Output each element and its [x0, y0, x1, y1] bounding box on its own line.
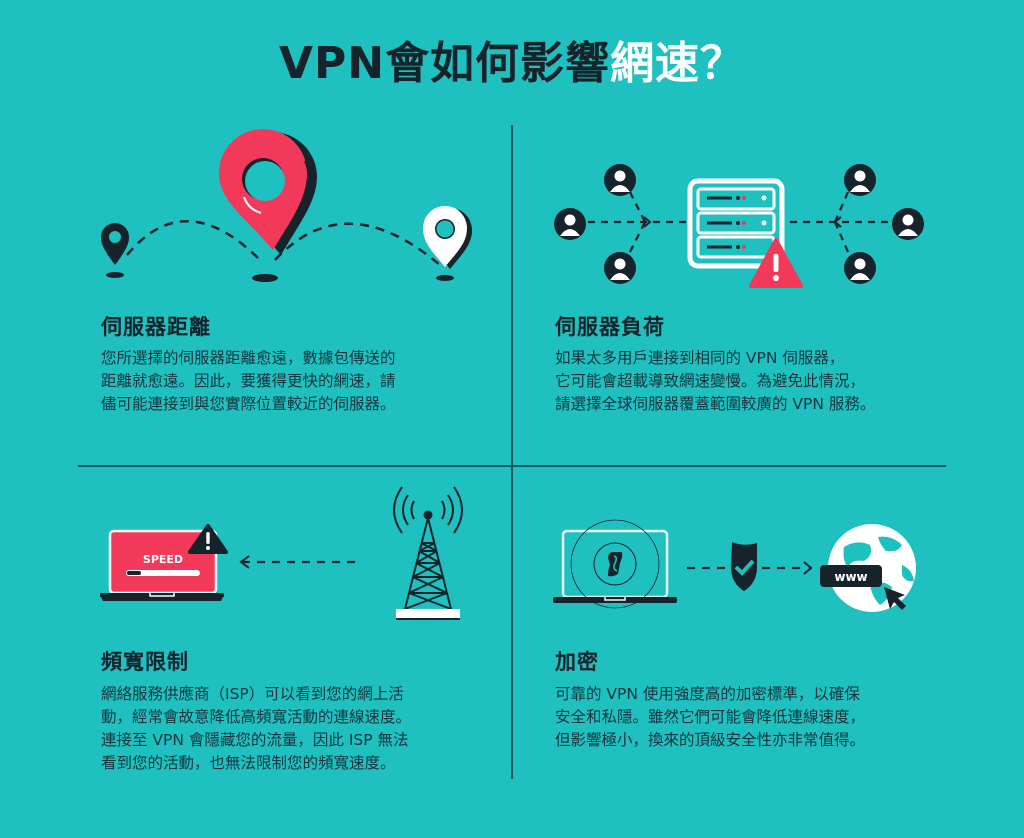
title-accent: 網速？ — [610, 38, 746, 89]
large-red-pin-icon — [219, 129, 317, 282]
shield-check-icon — [731, 542, 757, 591]
section-body: 網絡服務供應商（ISP）可以看到您的網上活 動，經常會故意降低高頻寬活動的連線速… — [101, 685, 412, 772]
arrow-right-icon — [803, 561, 813, 575]
vpn-laptop-icon — [553, 520, 677, 608]
arrow-left-icon — [833, 216, 842, 228]
arrow-right-icon — [643, 216, 652, 228]
server-icon — [687, 178, 785, 269]
speed-progress-bar — [126, 570, 200, 576]
dashed-connections-left — [588, 191, 690, 253]
cell-tower-icon — [393, 486, 463, 620]
encryption-illustration: www — [552, 525, 932, 615]
laptop-icon: SPEED — [100, 529, 224, 601]
horizontal-divider — [78, 465, 946, 467]
dashed-connections-right — [790, 191, 890, 253]
white-pin-icon — [423, 206, 472, 281]
server-load-illustration — [550, 160, 930, 290]
user-icons — [554, 164, 924, 284]
cursor-icon — [884, 587, 906, 610]
section-heading: 伺服器距離 — [101, 315, 211, 339]
vertical-divider — [511, 125, 513, 779]
small-pin-icon — [101, 223, 129, 278]
warning-icon — [188, 524, 228, 554]
dashed-arc-left — [126, 220, 261, 261]
bandwidth-illustration: SPEED — [98, 485, 463, 625]
section-heading: 伺服器負荷 — [555, 315, 665, 339]
section-heading: 頻寬限制 — [101, 650, 189, 674]
title-main: VPN會如何影響 — [278, 38, 611, 89]
location-pins-illustration — [95, 129, 475, 290]
page-title: VPN會如何影響網速？ — [0, 34, 1024, 94]
www-label: www — [834, 570, 867, 584]
section-body: 如果太多用戶連接到相同的 VPN 伺服器， 它可能會超載導致網速變慢。為避免此情… — [555, 349, 876, 413]
section-body: 可靠的 VPN 使用強度高的加密標準，以確保 安全和私隱。雖然它們可能會降低連線… — [555, 685, 866, 749]
warning-icon — [749, 238, 803, 288]
speed-label: SPEED — [143, 553, 183, 566]
section-heading: 加密 — [555, 650, 599, 674]
www-badge: www — [820, 565, 882, 587]
dashed-arc-right — [274, 222, 441, 266]
arrow-left-icon — [239, 555, 250, 569]
section-body: 您所選擇的伺服器距離愈遠，數據包傳送的 距離就愈遠。因此，要獲得更快的網速，請 … — [101, 349, 396, 413]
